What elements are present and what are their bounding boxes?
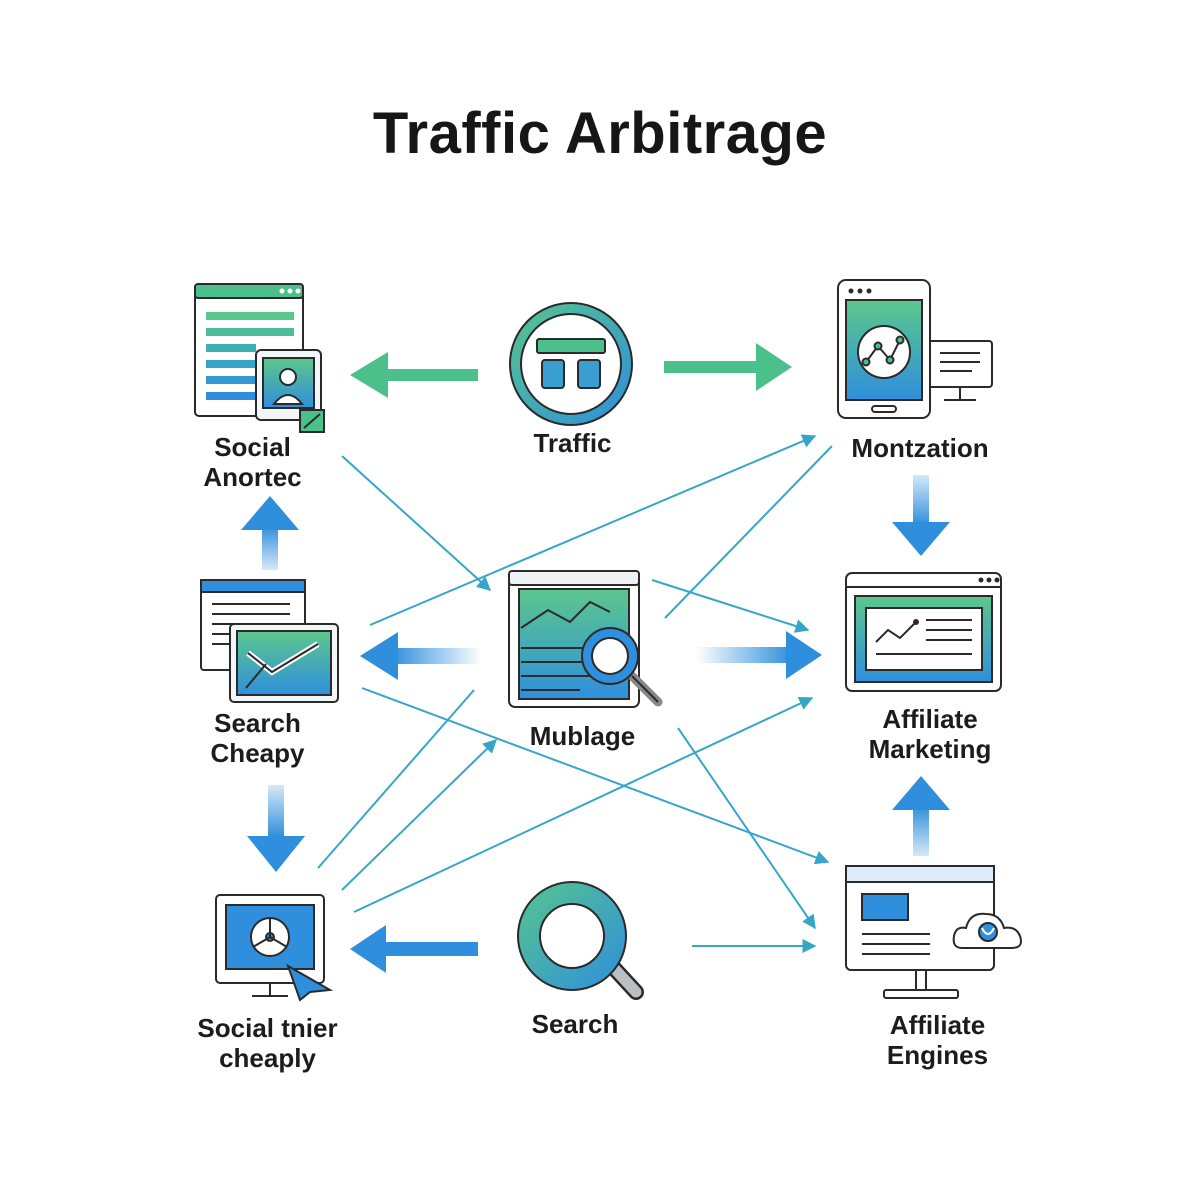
connector-search-cheapy-to-affiliate-engines	[361, 687, 830, 865]
cross-connectors	[317, 434, 833, 953]
magnifier-icon	[517, 881, 644, 1000]
label-search-cheapy: Search Cheapy	[175, 708, 340, 768]
label-search-cheapy-line2: Cheapy	[210, 738, 305, 768]
label-search-cheapy-line1: Search	[214, 708, 301, 738]
arrow-montzation-to-affiliate-marketing	[892, 475, 950, 556]
label-affiliate-engines: Affiliate Engines	[840, 1010, 1035, 1070]
connector-social-tnier-to-mublage-b	[341, 739, 498, 891]
arrow-affiliate-engines-to-affiliate-marketing	[892, 776, 950, 856]
monitor-with-cursor-icon	[215, 894, 334, 1002]
label-affiliate-engines-line2: Engines	[886, 1040, 989, 1070]
arrow-search-cheapy-to-social	[241, 496, 299, 570]
label-social-anortec-line2: Anortec	[203, 462, 302, 492]
label-social-anortec: Social Anortec	[170, 432, 335, 492]
chart-with-magnifier-icon	[508, 570, 663, 708]
connector-social-tnier-to-affiliate-marketing	[353, 696, 814, 913]
traffic-circle-icon	[509, 302, 633, 426]
tablet-with-monitor-icon	[837, 279, 993, 419]
arrow-mublage-to-search-cheapy	[360, 632, 482, 680]
page-title: Traffic Arbitrage	[372, 101, 828, 166]
arrow-mublage-to-affiliate-marketing	[696, 631, 822, 679]
monitor-with-cloud-icon	[845, 865, 1022, 999]
connector-mublage-to-affiliate-marketing	[651, 579, 810, 633]
label-traffic: Traffic	[533, 428, 612, 458]
connector-mublage-to-affiliate-engines	[677, 727, 816, 930]
label-search: Search	[531, 1009, 619, 1039]
label-affiliate-marketing: Affiliate Marketing	[830, 704, 1030, 764]
label-mublage: Mublage	[529, 721, 636, 751]
connector-social-to-mublage	[341, 455, 492, 591]
main-arrows	[241, 343, 950, 973]
label-affiliate-marketing-line1: Affiliate	[882, 704, 978, 734]
browser-window-with-avatar-icon	[194, 283, 325, 433]
label-affiliate-marketing-line2: Marketing	[868, 734, 992, 764]
label-social-tnier-line1: Social tnier	[197, 1013, 338, 1043]
label-social-tnier: Social tnier cheaply	[170, 1013, 365, 1073]
label-affiliate-engines-line1: Affiliate	[889, 1010, 986, 1040]
label-montzation: Montzation	[851, 433, 989, 463]
label-social-anortec-line1: Social	[214, 432, 291, 462]
connector-search-cheapy-to-montzation	[369, 434, 817, 626]
connector-mublage-to-montzation	[664, 445, 833, 619]
arrow-search-to-social-tnier	[350, 925, 478, 973]
arrow-traffic-to-social	[350, 352, 478, 398]
arrow-traffic-to-montzation	[664, 343, 792, 391]
stacked-windows-chart-icon	[200, 579, 339, 703]
browser-trend-chart-icon	[845, 572, 1002, 692]
arrow-search-cheapy-to-social-tnier	[247, 785, 305, 872]
connector-social-tnier-to-mublage-a	[317, 689, 475, 869]
label-social-tnier-line2: cheaply	[219, 1043, 316, 1073]
